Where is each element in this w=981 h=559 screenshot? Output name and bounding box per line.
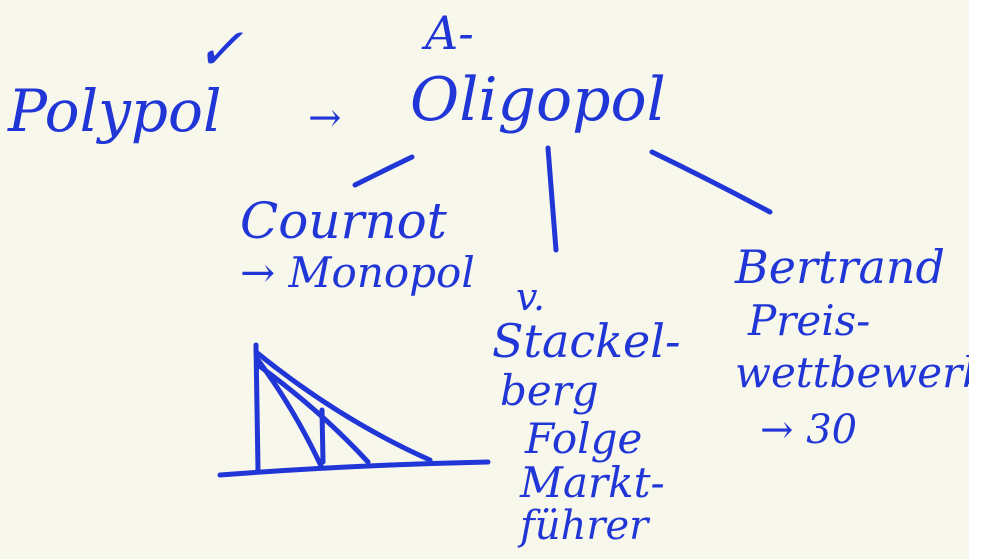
triangle-inner-line-3 (319, 407, 326, 465)
stackel-label: Stackel- (492, 314, 681, 368)
polypol-label: Polypol (8, 77, 222, 145)
preis-label: Preis- (748, 296, 871, 345)
oligopol-label: Oligopol (410, 65, 666, 135)
monopol-label: → Monopol (240, 248, 475, 297)
triangle-inner-line-2 (255, 362, 371, 465)
cournot-label: Cournot (240, 192, 447, 250)
fuehrer-label: führer (520, 503, 649, 549)
markt-label: Markt- (520, 458, 665, 507)
folge-label: Folge (525, 414, 643, 463)
bertrand-label: Bertrand (735, 240, 945, 294)
branch-line-cournot (352, 154, 415, 188)
right-page-edge (969, 0, 981, 559)
arrow-30-label: → 30 (760, 407, 858, 453)
triangle-outer-side (253, 349, 433, 463)
branch-line-stackelberg (545, 145, 559, 253)
branch-line-bertrand (649, 149, 773, 215)
wettbewerb-label: wettbewerb (735, 348, 981, 397)
berg-label: berg (500, 366, 599, 415)
triangle-horizontal-axis (217, 459, 491, 478)
arrow-right: → (308, 95, 342, 141)
check-mark: ✓ (195, 15, 244, 83)
a-mark: A- (425, 6, 474, 60)
v-mark: v. (516, 275, 546, 319)
